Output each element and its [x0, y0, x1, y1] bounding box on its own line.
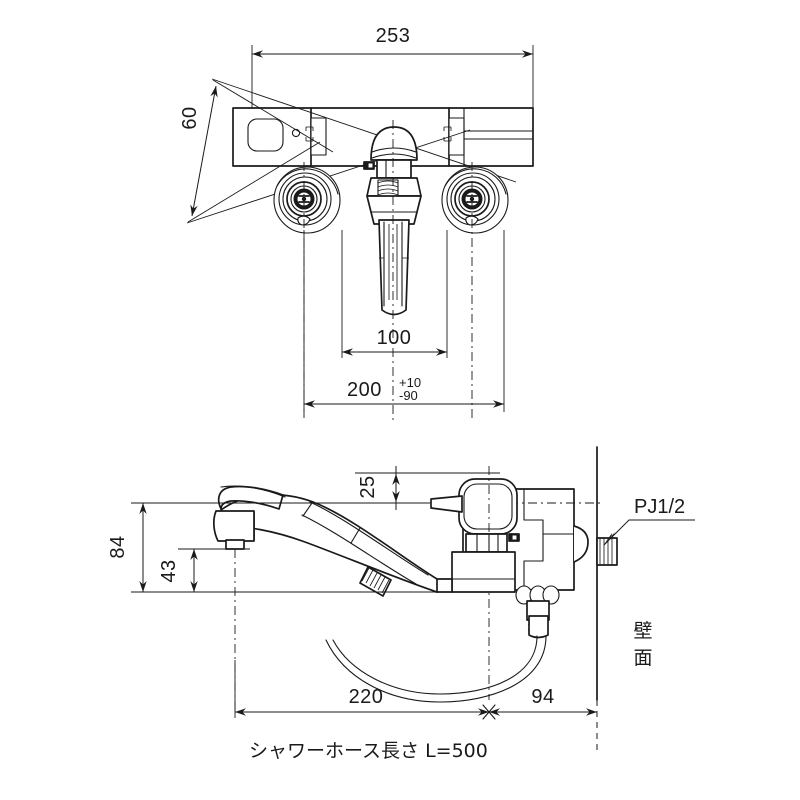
dimension-200-tolerance-plus: +10 — [399, 375, 421, 390]
dimension-200-tolerance-minus: -90 — [399, 388, 418, 403]
dimension-60-label: 60 — [179, 106, 201, 129]
axis-tick-left — [305, 126, 314, 142]
hose-grip-knurl — [359, 566, 392, 597]
spout-arm — [220, 493, 438, 593]
dimension-220 — [234, 660, 489, 718]
dimension-84 — [131, 502, 470, 593]
dimension-43-label: 43 — [158, 559, 180, 582]
dimension-200 — [303, 230, 505, 412]
dimension-100 — [341, 230, 448, 358]
dimension-220-label: 220 — [349, 686, 384, 708]
dimension-25-label: 25 — [357, 475, 379, 498]
wall-surface-label-char1: 壁 — [633, 620, 652, 642]
dimension-43 — [178, 548, 250, 592]
thread-spec-label: PJ1/2 — [634, 496, 685, 518]
wall-surface-label-char2: 面 — [633, 647, 652, 669]
spout-plan — [363, 120, 422, 420]
dimension-94-label: 94 — [531, 686, 554, 708]
top-view-group — [186, 45, 534, 420]
dimension-84-label: 84 — [107, 535, 129, 558]
handle-knob-left — [273, 162, 341, 420]
dimension-25 — [355, 466, 500, 510]
shower-hose — [325, 635, 547, 703]
front-view-group — [131, 446, 695, 752]
dimension-94 — [482, 704, 597, 720]
hose-connector — [515, 585, 560, 639]
dimension-253 — [251, 45, 534, 118]
dimension-200-label: 200 — [347, 379, 382, 401]
hose-length-note: シャワーホース長さ L=500 — [249, 740, 488, 762]
mixer-block — [435, 551, 516, 593]
dimension-100-label: 100 — [377, 327, 412, 349]
pj-leader-line — [603, 519, 695, 546]
handle-knob-right — [441, 162, 509, 420]
thread-nipple — [596, 537, 618, 566]
dimension-253-label: 253 — [376, 25, 411, 47]
